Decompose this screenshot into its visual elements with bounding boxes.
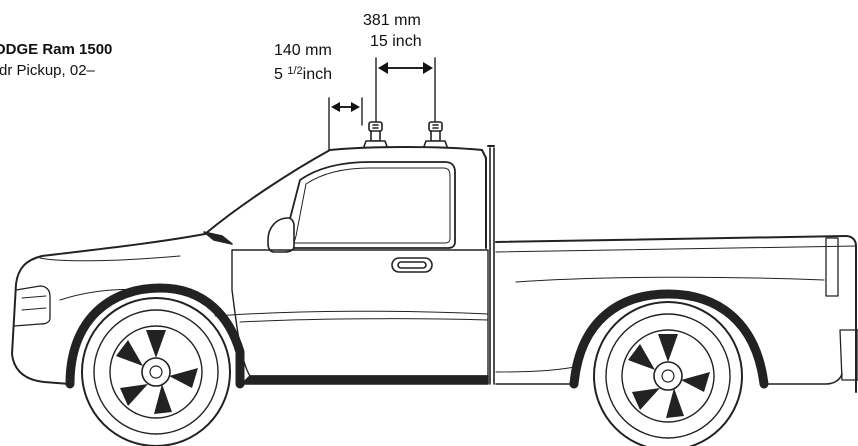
vehicle-title: ODGE Ram 1500 xyxy=(0,41,113,58)
offset-dimension-arrow xyxy=(328,97,363,159)
offset-mm-label: 140 mm xyxy=(274,42,332,59)
spread-inch-label: 15 inch xyxy=(370,33,422,50)
front-wheel xyxy=(81,297,231,446)
truck-cab xyxy=(203,146,495,385)
vehicle-subtitle: -dr Pickup, 02– xyxy=(0,62,95,79)
rear-wheel xyxy=(593,301,743,446)
offset-inch-label: 5 1/2inch xyxy=(274,65,333,83)
spread-dimension-arrow xyxy=(375,57,436,126)
spread-mm-label: 381 mm xyxy=(363,12,421,29)
truck-front xyxy=(11,233,245,389)
